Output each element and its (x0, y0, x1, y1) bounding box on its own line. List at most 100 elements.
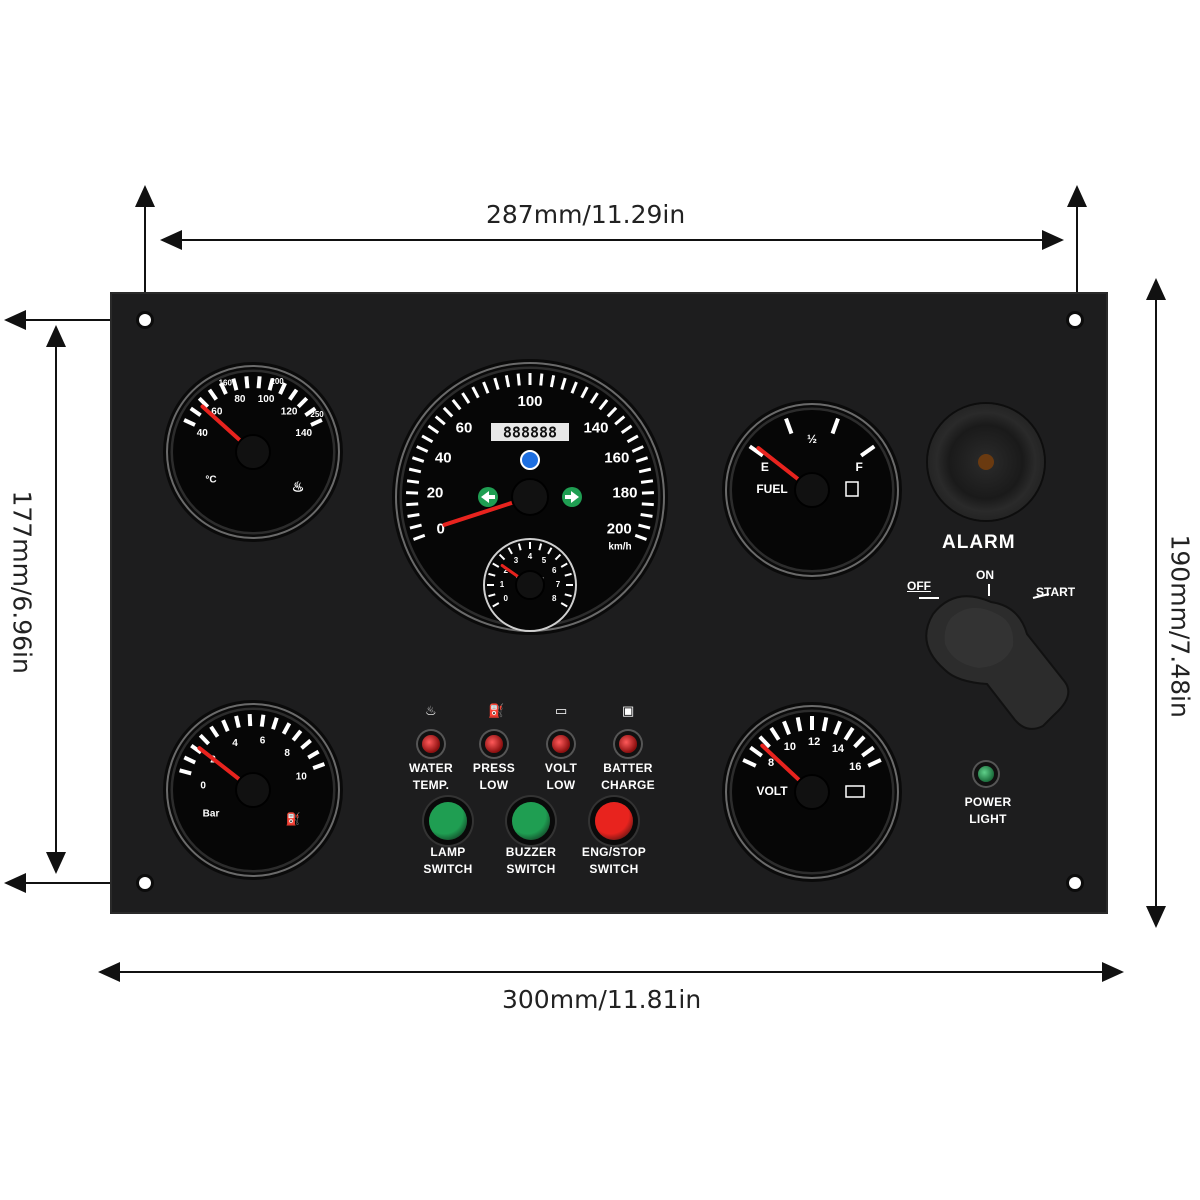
panel-switch-button[interactable] (512, 802, 550, 840)
speed-tick-label: 0 (437, 520, 445, 537)
oil-tick-label: 8 (284, 748, 290, 759)
ignition-switch[interactable] (915, 584, 1085, 754)
warning-lamp (422, 735, 440, 753)
turn-left-arrow (481, 491, 495, 503)
speed-tick-label: 40 (435, 449, 452, 466)
gauge-tick (861, 745, 875, 758)
gauge-tick (310, 418, 323, 427)
gauge-tick (589, 392, 599, 404)
temp-tick-label: 60 (211, 407, 223, 418)
tacho-tick-label: 3 (514, 556, 519, 565)
temp-tick-label: 80 (234, 394, 246, 405)
alarm-buzzer (928, 404, 1044, 520)
panel-switch-button[interactable] (595, 802, 633, 840)
mount-hole-top-left (139, 314, 151, 326)
gauge-tick (795, 716, 803, 732)
volt-label: VOLT (756, 784, 788, 798)
turn-right-arrow (565, 491, 579, 503)
gauge-tick (620, 424, 633, 434)
fuel-empty-label: E (761, 460, 769, 474)
gauge-tick (183, 755, 197, 765)
gauge-tick (635, 456, 649, 463)
gauge-tick (634, 533, 648, 541)
gauge-tick (434, 415, 446, 426)
tacho-tick-label: 8 (552, 594, 557, 603)
speed-tick-label: 20 (427, 485, 444, 502)
volt-tick-label: 10 (784, 741, 796, 753)
battery-icon: ▭ (555, 703, 568, 718)
ignition-off-label: OFF (907, 579, 931, 593)
gauge-tick (517, 543, 522, 551)
gauge-hub (235, 772, 271, 808)
gauge-tick (564, 572, 572, 577)
gauge-tick (782, 720, 791, 736)
gauge-tick (267, 378, 275, 391)
warning-lamp (552, 735, 570, 753)
gauge-tick (291, 729, 303, 742)
gauge-tick (547, 547, 553, 555)
gauge-tick (408, 467, 422, 474)
gauge-tick (570, 381, 578, 394)
gauge-tick (411, 456, 425, 463)
gauge-hub (511, 478, 549, 516)
volt-tick-label: 14 (832, 743, 845, 755)
gauge-tick (504, 374, 511, 388)
gauge-tick (409, 523, 422, 530)
gauge-tick (179, 768, 192, 776)
gauge-tick (416, 445, 429, 453)
temp-tick-label: 140 (295, 428, 312, 439)
gauge-tick (256, 376, 262, 389)
gauge-tick (183, 418, 196, 427)
power-light-led (978, 766, 994, 782)
gauge-tick (598, 399, 609, 411)
gauge-tick (259, 714, 266, 727)
warning-lamp (485, 735, 503, 753)
volt-tick-label: 12 (808, 736, 820, 748)
gauge-tick (492, 562, 500, 568)
gauge-tick (564, 593, 572, 598)
oil-unit: Bar (203, 809, 220, 820)
tacho-tick-label: 4 (528, 552, 533, 561)
gauge-tick (278, 382, 287, 395)
tacho-tick-label: 2 (504, 566, 509, 575)
gauge-tick (843, 726, 855, 741)
fuel-full-label: F (855, 460, 862, 474)
panel-switch-button[interactable] (429, 802, 467, 840)
oil-tick-label: 0 (200, 780, 206, 791)
gauge-tick (580, 386, 589, 399)
gauge-tick (421, 434, 434, 444)
temp-tick-label: 40 (197, 428, 209, 439)
gauge-tick (406, 502, 419, 507)
speed-tick-label: 60 (456, 420, 473, 437)
gauge-tick (247, 713, 253, 727)
volt-tick-label: 8 (768, 757, 774, 769)
gauge-tick (638, 523, 651, 530)
gauge-tick (560, 602, 568, 608)
gauge-tick (769, 726, 781, 741)
gauge-tick (482, 381, 490, 394)
speed-tick-label: 200 (607, 520, 632, 537)
gauge-tick (784, 417, 794, 435)
gauge-tick (560, 562, 568, 568)
water-temp-icon: ♨ (425, 703, 437, 718)
gauge-tick (631, 445, 644, 453)
gauge-tick (407, 513, 420, 518)
high-beam-icon (520, 450, 540, 470)
gauge-tick (758, 735, 771, 749)
battery-icon (845, 785, 865, 798)
gauge-tick (244, 376, 250, 389)
gauge-tick (641, 502, 654, 507)
gauge-tick (189, 406, 202, 417)
gauge-tick (209, 725, 220, 738)
gauge-tick (606, 406, 618, 418)
gauge-tick (304, 406, 317, 417)
gauge-tick (281, 722, 292, 735)
gauge-tick (742, 758, 757, 768)
gauge-tick (638, 467, 652, 474)
